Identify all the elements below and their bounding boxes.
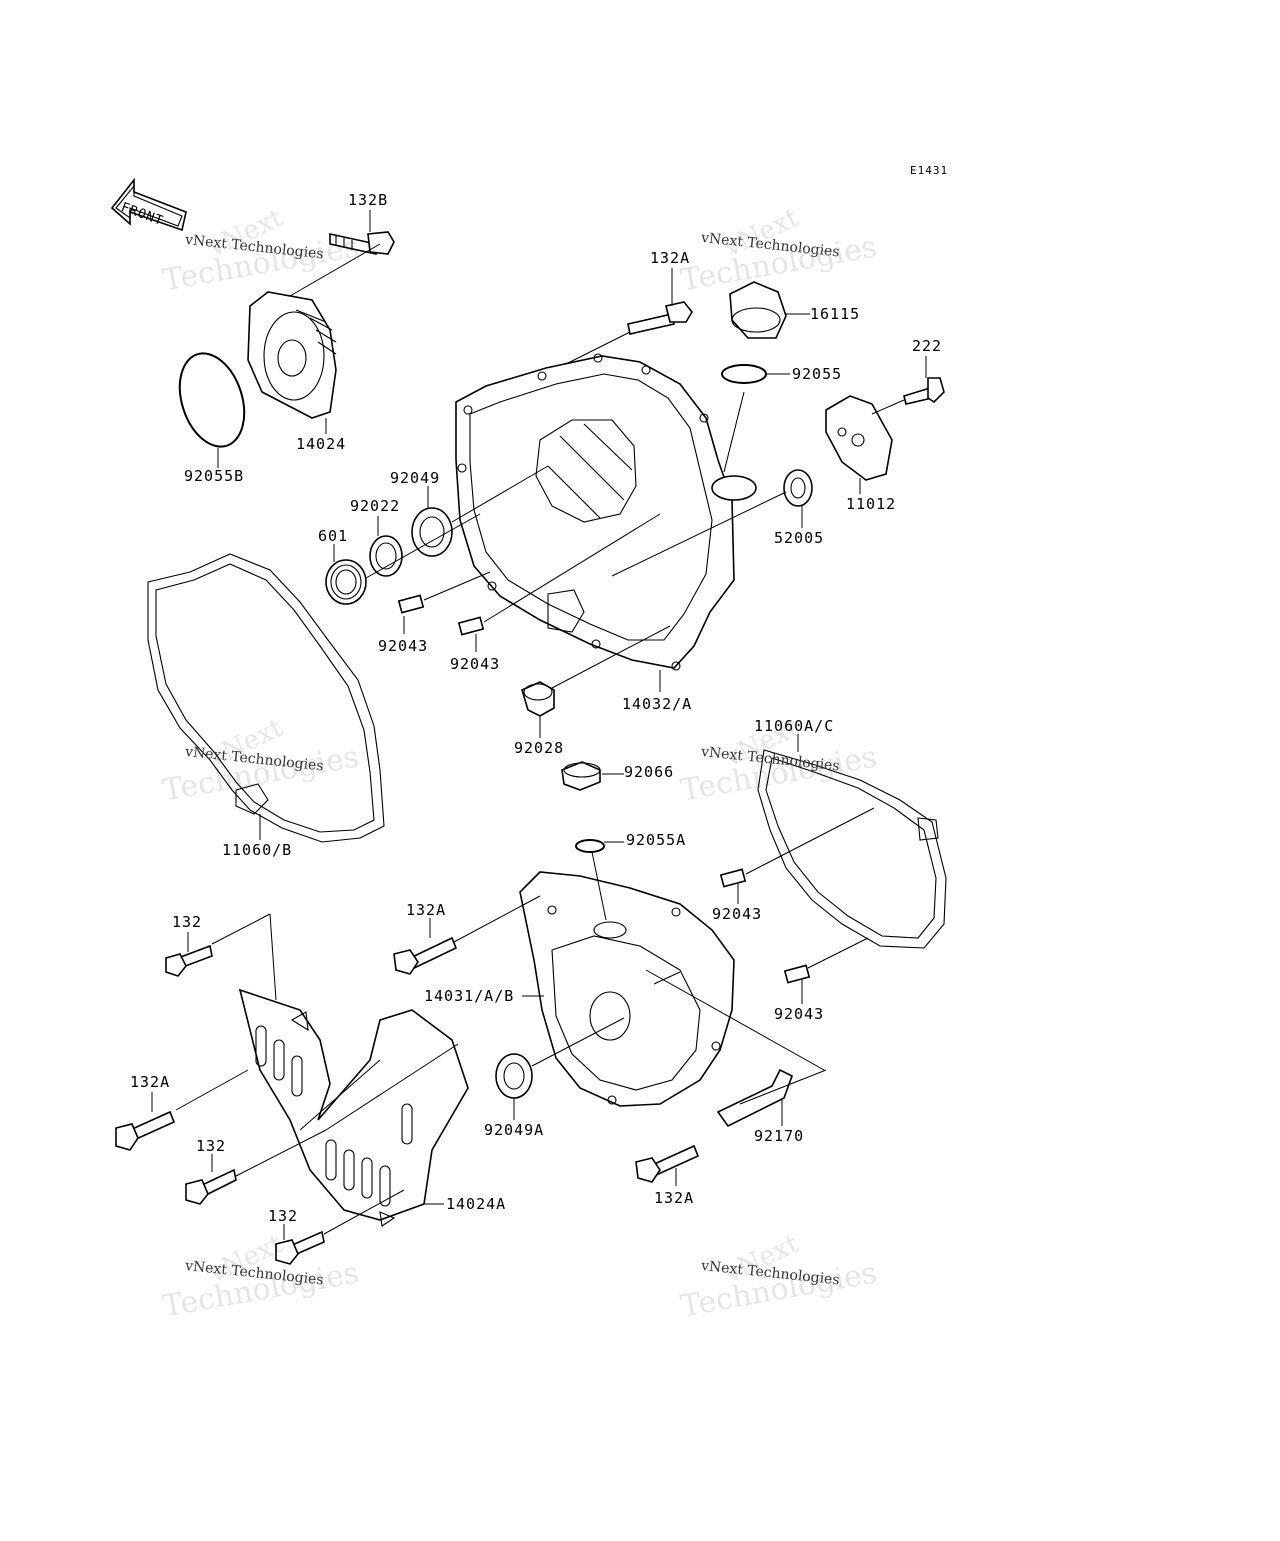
label-92055a: 92055A (626, 831, 687, 849)
oring-92055-icon (721, 364, 767, 384)
label-52005: 52005 (774, 529, 825, 547)
label-92043-c: 92043 (712, 905, 763, 923)
label-92049a: 92049A (484, 1121, 545, 1139)
gasket-11060b-icon (147, 553, 385, 843)
diagram-code: E1431 (910, 164, 949, 177)
pin-92043-b-icon (457, 616, 485, 636)
guard-14024a-icon (238, 988, 469, 1227)
plug-92066-icon (561, 761, 601, 791)
seal-92049-icon (411, 507, 453, 557)
label-92043-a: 92043 (378, 637, 429, 655)
bolt-132a-left-icon (115, 1110, 176, 1151)
oring-92055b-icon (178, 352, 246, 448)
ring-92022-icon (369, 535, 403, 577)
bolt-132a-mid-icon (393, 936, 458, 975)
pin-92043-c-icon (719, 868, 747, 888)
label-11060b: 11060/B (222, 841, 293, 859)
label-14031ab: 14031/A/B (424, 987, 515, 1005)
bolt-132a-bottom-icon (635, 1144, 700, 1183)
label-132a-mid: 132A (406, 901, 447, 919)
label-92043-b: 92043 (450, 655, 501, 673)
label-92055b: 92055B (184, 467, 245, 485)
bolt-132b-icon (329, 231, 395, 255)
label-132a-left: 132A (130, 1073, 171, 1091)
bolt-222-icon (903, 377, 945, 405)
pump-cover-14024-icon (247, 291, 337, 419)
gasket-11060ac-icon (757, 749, 947, 949)
cap-16115-icon (729, 281, 787, 339)
label-11012: 11012 (846, 495, 897, 513)
oring-92055a-icon (575, 839, 605, 853)
bolt-132-c-icon (275, 1230, 325, 1265)
bearing-601-icon (325, 559, 367, 605)
label-132a-top: 132A (650, 249, 691, 267)
label-14032a: 14032/A (622, 695, 693, 713)
front-arrow-icon (110, 177, 187, 232)
label-14024a: 14024A (446, 1195, 507, 1213)
pin-92043-a-icon (397, 594, 425, 614)
label-132-a: 132 (172, 913, 203, 931)
label-92028: 92028 (514, 739, 565, 757)
label-132-b: 132 (196, 1137, 227, 1155)
label-92049: 92049 (390, 469, 441, 487)
label-222: 222 (912, 337, 943, 355)
label-92066: 92066 (624, 763, 675, 781)
seal-52005-icon (783, 469, 813, 507)
bolt-132-a-icon (165, 944, 213, 977)
label-92055: 92055 (792, 365, 843, 383)
label-92043-d: 92043 (774, 1005, 825, 1023)
clutch-cover-14032a-icon (455, 353, 757, 671)
label-14024: 14024 (296, 435, 347, 453)
pin-92043-d-icon (783, 964, 811, 984)
label-132b: 132B (348, 191, 389, 209)
seal-92049a-icon (495, 1053, 533, 1099)
plug-92028-icon (521, 681, 555, 717)
bolt-132a-top-icon (627, 301, 693, 335)
label-92170: 92170 (754, 1127, 805, 1145)
label-132-c: 132 (268, 1207, 299, 1225)
leader-lines (151, 210, 927, 1240)
label-132a-bottom: 132A (654, 1189, 695, 1207)
generator-cover-14031ab-icon (519, 871, 735, 1107)
label-92022: 92022 (350, 497, 401, 515)
label-601: 601 (318, 527, 349, 545)
label-11060ac: 11060A/C (754, 717, 835, 735)
plate-11012-icon (825, 395, 893, 481)
label-16115: 16115 (810, 305, 861, 323)
bolt-132-b-icon (185, 1168, 237, 1205)
